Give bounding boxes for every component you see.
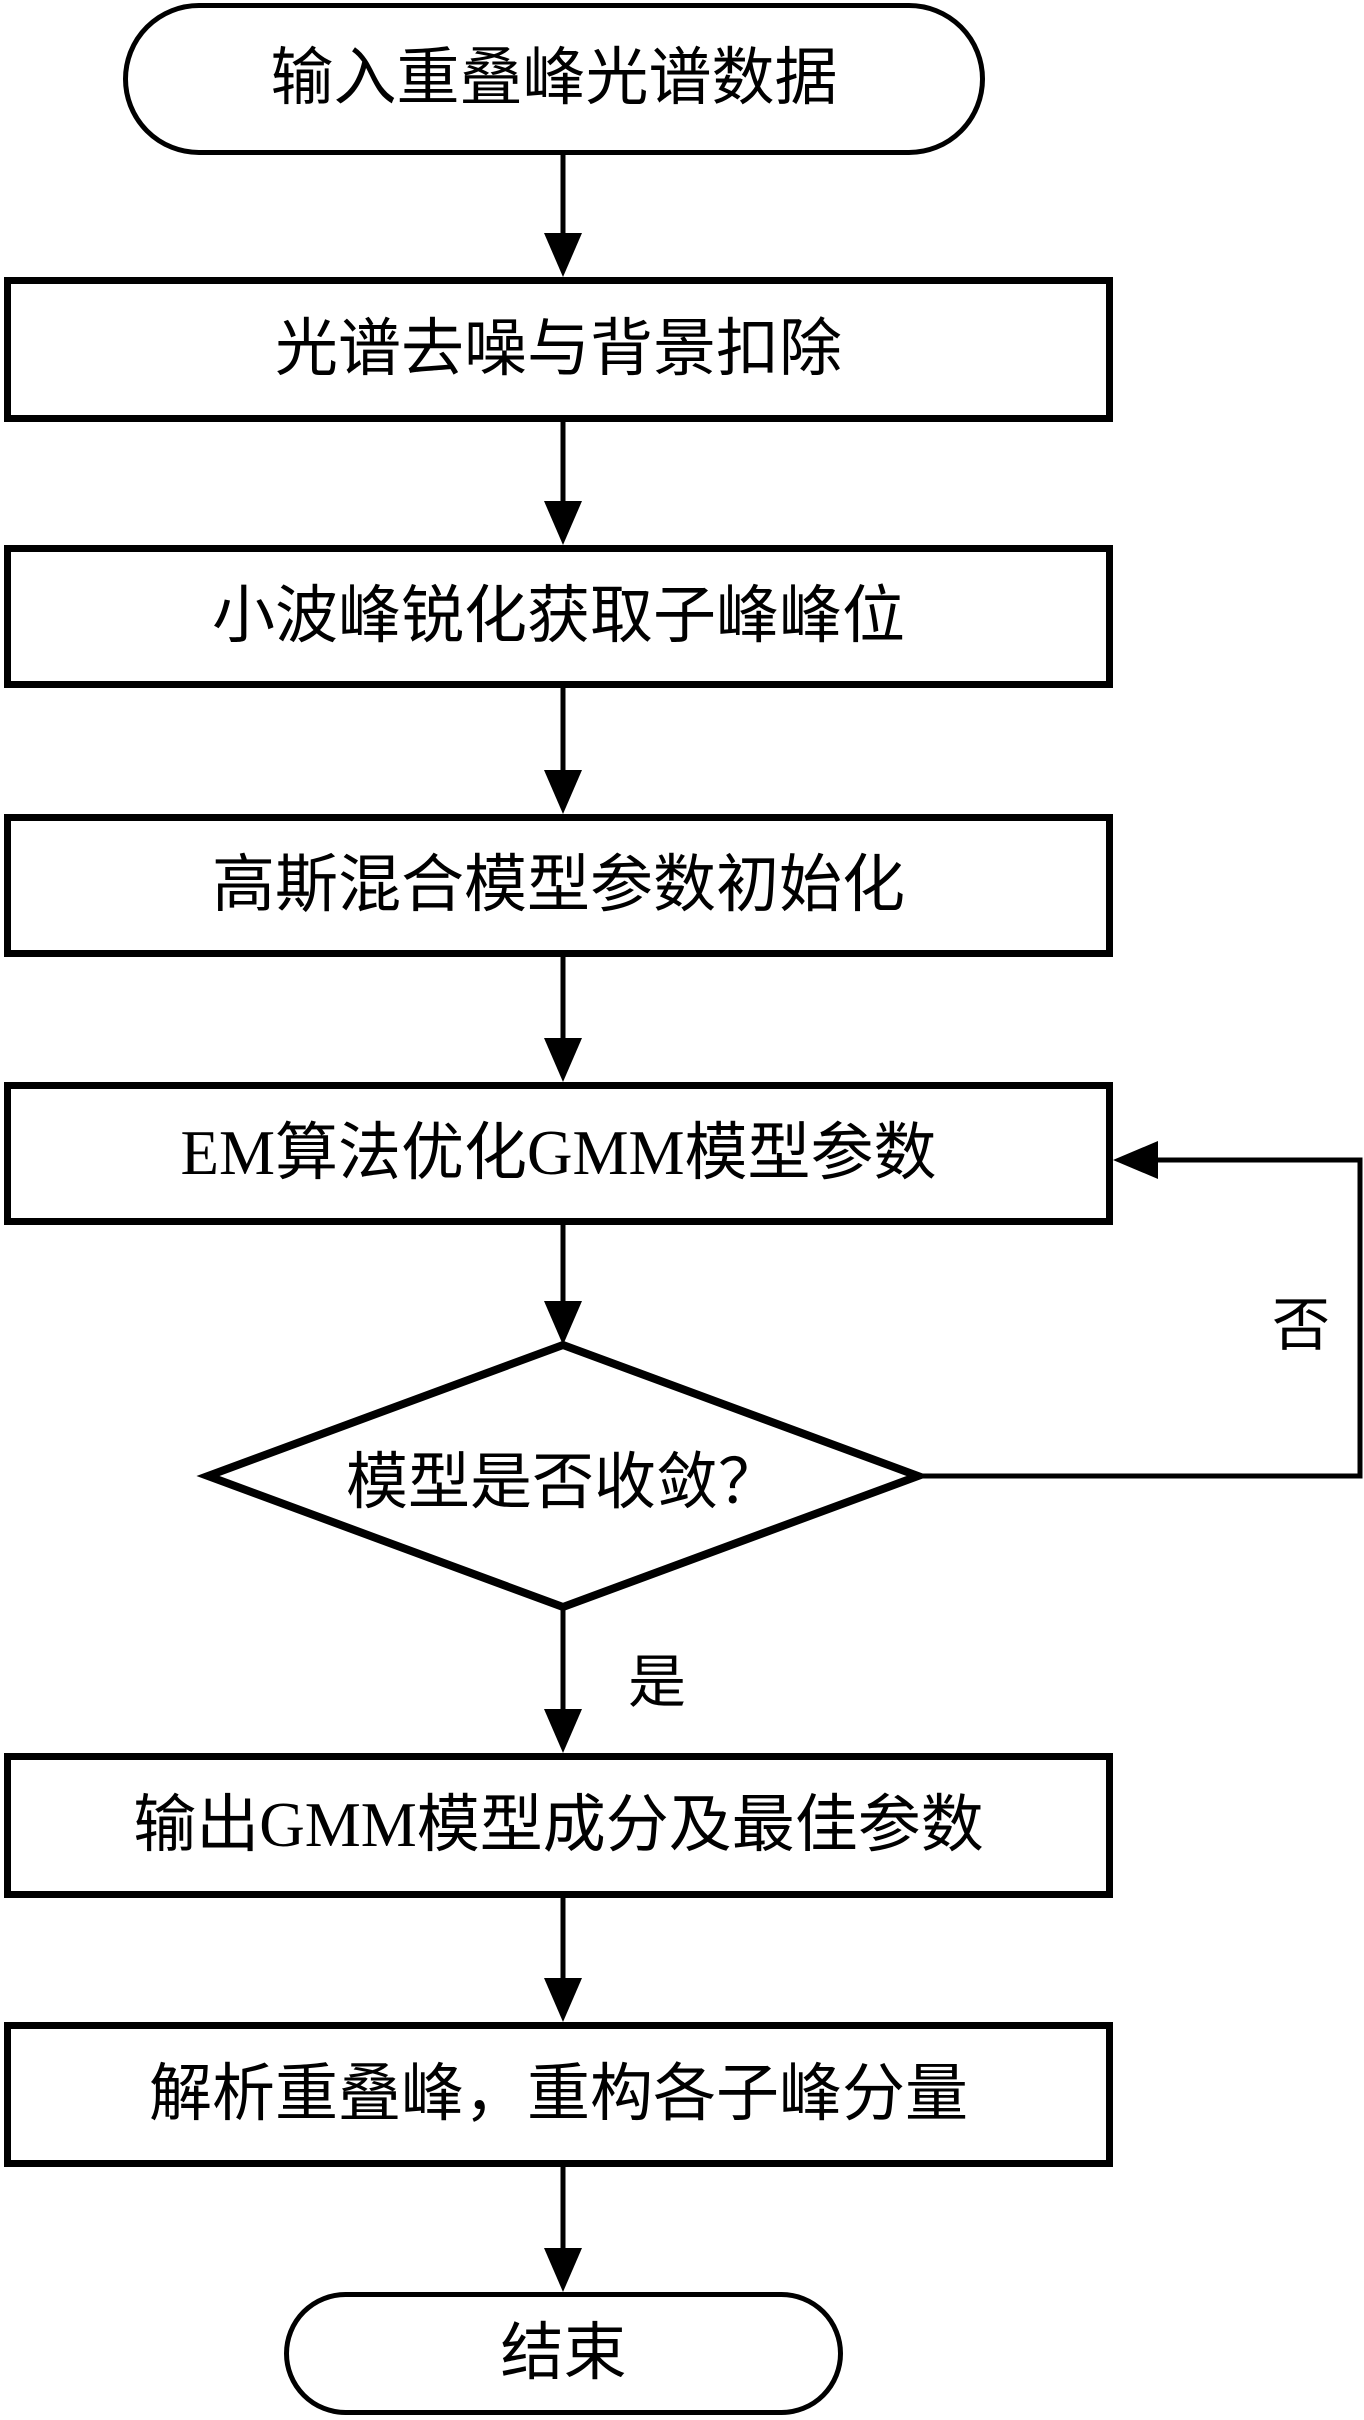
arrow-decision-output <box>544 1607 582 1753</box>
arrow-reconstruct-end <box>544 2167 582 2292</box>
node-end: 结束 <box>284 2292 843 2415</box>
node-denoise-label: 光谱去噪与背景扣除 <box>275 313 842 384</box>
node-reconstruct-label: 解析重叠峰，重构各子峰分量 <box>149 2058 968 2129</box>
arrow-output-reconstruct <box>544 1898 582 2022</box>
node-init: 高斯混合模型参数初始化 <box>4 814 1113 957</box>
node-output: 输出GMM模型成分及最佳参数 <box>4 1753 1113 1898</box>
arrow-denoise-sharpen <box>544 422 582 545</box>
node-em: EM算法优化GMM模型参数 <box>4 1082 1113 1225</box>
node-reconstruct: 解析重叠峰，重构各子峰分量 <box>4 2022 1113 2167</box>
node-sharpen-label: 小波峰锐化获取子峰峰位 <box>212 580 905 651</box>
edge-label-yes: 是 <box>628 1650 687 1715</box>
node-decision-label: 模型是否收敛？ <box>345 1449 780 1517</box>
arrow-em-decision <box>544 1225 582 1345</box>
arrow-start-denoise <box>544 155 582 277</box>
node-decision: 模型是否收敛？ <box>303 1436 823 1517</box>
edge-label-no: 否 <box>1272 1293 1331 1358</box>
node-denoise: 光谱去噪与背景扣除 <box>4 277 1113 422</box>
node-start: 输入重叠峰光谱数据 <box>123 3 985 155</box>
arrow-sharpen-init <box>544 688 582 814</box>
node-sharpen: 小波峰锐化获取子峰峰位 <box>4 545 1113 688</box>
node-output-label: 输出GMM模型成分及最佳参数 <box>133 1789 984 1860</box>
arrow-init-em <box>544 957 582 1082</box>
node-init-label: 高斯混合模型参数初始化 <box>212 849 905 920</box>
node-em-label: EM算法优化GMM模型参数 <box>180 1117 937 1188</box>
node-start-label: 输入重叠峰光谱数据 <box>270 43 838 114</box>
node-end-label: 结束 <box>500 2317 627 2388</box>
arrow-feedback-no-loop <box>918 1141 1363 1479</box>
